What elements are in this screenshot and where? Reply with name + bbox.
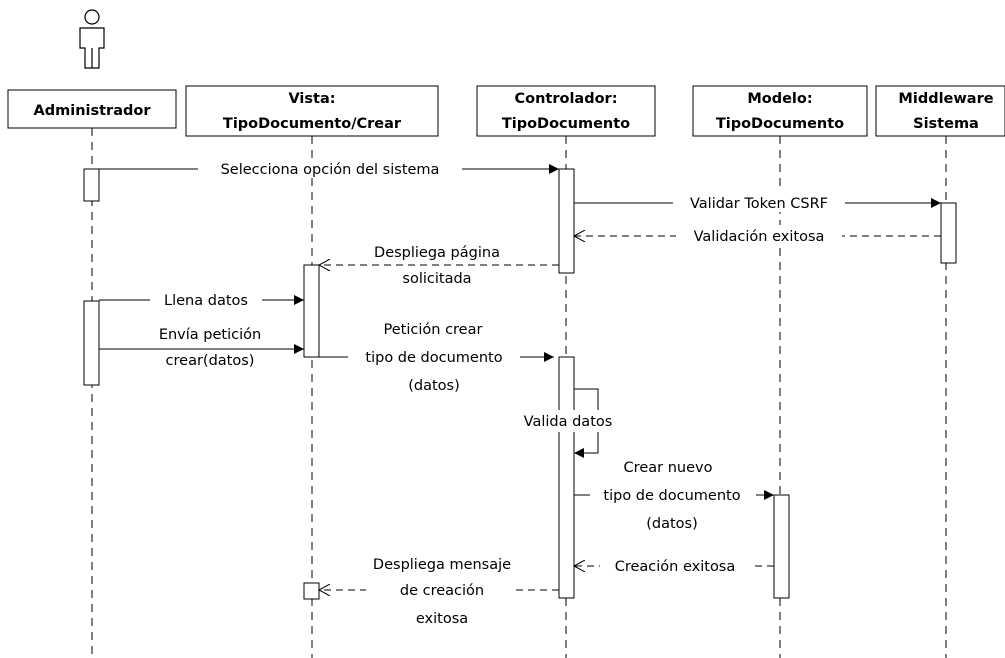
participant-admin: Administrador bbox=[7, 89, 177, 129]
participant-vista: Vista: TipoDocumento/Crear bbox=[185, 85, 439, 137]
message-label-m8: Valida datos bbox=[524, 414, 613, 430]
participant-controlador-label-line2: TipoDocumento bbox=[502, 116, 630, 132]
message-label-m2: Validar Token CSRF bbox=[690, 196, 828, 212]
activation-controlador-2 bbox=[558, 356, 575, 599]
message-label-m9-line1: Crear nuevo bbox=[624, 460, 713, 476]
participant-vista-label-line1: Vista: bbox=[288, 91, 335, 107]
activation-admin-1 bbox=[83, 168, 100, 202]
activation-modelo-1 bbox=[773, 494, 790, 599]
message-label-m3: Validación exitosa bbox=[694, 229, 825, 245]
participant-controlador: Controlador: TipoDocumento bbox=[476, 85, 656, 137]
actor-icon bbox=[79, 9, 105, 69]
participant-modelo-label-line2: TipoDocumento bbox=[716, 116, 844, 132]
message-label-m1: Selecciona opción del sistema bbox=[221, 162, 440, 178]
message-label-m9-line3: (datos) bbox=[646, 516, 698, 532]
message-label-m11-line1: Despliega mensaje bbox=[373, 557, 511, 573]
participant-modelo: Modelo: TipoDocumento bbox=[692, 85, 868, 137]
participant-vista-label-line2: TipoDocumento/Crear bbox=[223, 116, 402, 132]
activation-vista-1 bbox=[303, 264, 320, 358]
activation-vista-2 bbox=[303, 582, 320, 600]
participant-middleware-label-line1: Middleware bbox=[898, 91, 993, 107]
message-label-m7-line3: (datos) bbox=[408, 378, 460, 394]
participant-middleware-label-line2: Sistema bbox=[913, 116, 979, 132]
message-label-m11-line3: exitosa bbox=[416, 611, 468, 627]
activation-controlador-1 bbox=[558, 168, 575, 274]
message-label-m11-line2: de creación bbox=[400, 583, 484, 599]
message-label-m9-line2: tipo de documento bbox=[603, 488, 740, 504]
message-label-m4-line2: solicitada bbox=[402, 271, 471, 287]
message-label-m7-line1: Petición crear bbox=[384, 322, 483, 338]
participant-modelo-label-line1: Modelo: bbox=[747, 91, 812, 107]
message-label-m7-line2: tipo de documento bbox=[365, 350, 502, 366]
activation-middleware-1 bbox=[940, 202, 957, 264]
message-label-m10: Creación exitosa bbox=[615, 559, 736, 575]
participant-controlador-label-line1: Controlador: bbox=[514, 91, 617, 107]
message-label-m6-line2: crear(datos) bbox=[166, 353, 255, 369]
message-label-m4-line1: Despliega página bbox=[374, 245, 500, 261]
message-label-m6-line1: Envía petición bbox=[159, 327, 261, 343]
message-label-m5: Llena datos bbox=[164, 293, 248, 309]
participant-middleware: Middleware Sistema bbox=[875, 85, 1005, 137]
activation-admin-2 bbox=[83, 300, 100, 386]
participant-admin-label: Administrador bbox=[34, 103, 152, 119]
